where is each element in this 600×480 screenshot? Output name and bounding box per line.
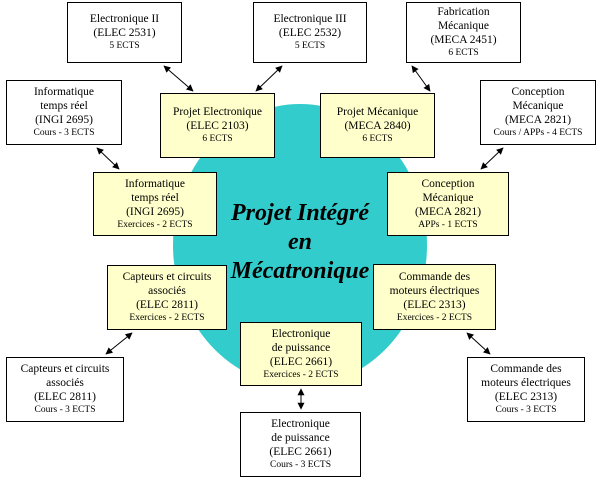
course-code: (ELEC 2313) bbox=[403, 298, 466, 311]
course-name-line: Conception bbox=[421, 177, 475, 190]
course-code: (ELEC 2661) bbox=[269, 446, 332, 458]
course-credits: Cours / APPs - 4 ECTS bbox=[493, 128, 583, 138]
course-name-line: Electronique bbox=[271, 327, 331, 340]
course-credits: Cours - 3 ECTS bbox=[34, 405, 96, 415]
course-code: (ELEC 2811) bbox=[136, 299, 198, 311]
course-name-line: Mécanique bbox=[437, 20, 490, 32]
course-code: (MECA 2821) bbox=[414, 205, 482, 218]
project-circle bbox=[173, 104, 427, 386]
central-title-line: Mécatronique bbox=[230, 258, 370, 284]
course-name-line: Mécanique bbox=[422, 191, 474, 204]
course-code: (ELEC 2661) bbox=[269, 355, 333, 368]
course-name-line: Mécanique bbox=[512, 100, 564, 112]
central-title-line: Projet Intégré bbox=[231, 200, 369, 226]
project-box-elec-2313: Commande des moteurs électriques (ELEC 2… bbox=[373, 264, 496, 330]
course-box-elec-2532: Electronique III (ELEC 2532) 5 ECTS bbox=[253, 2, 367, 63]
course-name-line: associés bbox=[46, 377, 84, 389]
course-code: (INGI 2695) bbox=[35, 114, 93, 126]
central-title-line: en bbox=[288, 229, 312, 255]
course-name-line: Commande des bbox=[398, 270, 471, 283]
course-code: (ELEC 2531) bbox=[93, 27, 156, 39]
course-name-line: Electronique III bbox=[273, 13, 347, 25]
course-box-elec-2811: Capteurs et circuits associés (ELEC 2811… bbox=[6, 357, 124, 422]
course-code: (ELEC 2532) bbox=[278, 27, 342, 39]
course-name-line: associés bbox=[148, 285, 186, 297]
course-credits: Cours - 3 ECTS bbox=[495, 405, 557, 415]
course-name-line: de puissance bbox=[271, 341, 331, 354]
course-credits: Exercices - 2 ECTS bbox=[263, 369, 339, 380]
course-box-elec-2661: Electronique de puissance (ELEC 2661) Co… bbox=[240, 412, 361, 477]
course-name-line: Projet Mécanique bbox=[336, 106, 419, 118]
course-name-line: moteurs électriques bbox=[389, 284, 480, 297]
course-credits: 5 ECTS bbox=[109, 41, 140, 51]
course-code: (MECA 2840) bbox=[344, 120, 411, 132]
project-box-ingi-2695: Informatique temps réel (INGI 2695) Exer… bbox=[93, 172, 217, 236]
course-code: (MECA 2821) bbox=[504, 114, 572, 126]
course-credits: Exercices - 2 ECTS bbox=[129, 313, 205, 323]
central-title: Projet Intégré en Mécatronique bbox=[200, 199, 400, 286]
course-box-meca-2451: Fabrication Mécanique (MECA 2451) 6 ECTS bbox=[406, 2, 521, 63]
course-credits: 6 ECTS bbox=[448, 48, 479, 58]
course-name-line: Electronique II bbox=[89, 13, 160, 25]
course-code: (INGI 2695) bbox=[126, 205, 184, 218]
course-name-line: Informatique bbox=[124, 177, 186, 190]
course-credits: 6 ECTS bbox=[202, 134, 233, 144]
course-name-line: moteurs électriques bbox=[481, 377, 571, 389]
course-credits: 5 ECTS bbox=[294, 41, 326, 51]
course-name-line: Fabrication bbox=[437, 6, 490, 18]
course-box-elec-2531: Electronique II (ELEC 2531) 5 ECTS bbox=[67, 2, 182, 63]
project-box-meca-2840: Projet Mécanique (MECA 2840) 6 ECTS bbox=[320, 93, 435, 158]
course-box-elec-2313: Commande des moteurs électriques (ELEC 2… bbox=[467, 357, 585, 422]
course-code: (ELEC 2313) bbox=[494, 391, 558, 403]
course-name-line: de puissance bbox=[271, 432, 330, 444]
project-box-elec-2811: Capteurs et circuits associés (ELEC 2811… bbox=[107, 265, 227, 330]
course-credits: Cours - 3 ECTS bbox=[33, 128, 95, 138]
course-credits: Cours - 3 ECTS bbox=[270, 460, 331, 470]
project-box-elec-2661: Electronique de puissance (ELEC 2661) Ex… bbox=[240, 322, 362, 386]
course-name-line: Projet Electronique bbox=[172, 106, 263, 118]
course-name-line: Capteurs et circuits bbox=[20, 363, 110, 375]
course-name-line: Conception bbox=[511, 86, 565, 98]
course-code: (ELEC 2811) bbox=[34, 391, 96, 403]
course-code: (MECA 2451) bbox=[430, 34, 497, 46]
course-name-line: temps réel bbox=[131, 191, 179, 204]
course-name-line: Electronique bbox=[271, 418, 330, 430]
course-code: (ELEC 2103) bbox=[186, 120, 249, 132]
course-credits: Exercices - 2 ECTS bbox=[396, 312, 473, 323]
course-name-line: Capteurs et circuits bbox=[122, 271, 212, 283]
course-box-ingi-2695: Informatique temps réel (INGI 2695) Cour… bbox=[6, 80, 122, 145]
project-box-meca-2821: Conception Mécanique (MECA 2821) APPs - … bbox=[387, 172, 509, 236]
course-name-line: temps réel bbox=[40, 100, 88, 112]
course-box-meca-2821: Conception Mécanique (MECA 2821) Cours /… bbox=[480, 80, 596, 145]
course-name-line: Commande des bbox=[490, 363, 562, 375]
course-name-line: Informatique bbox=[33, 86, 95, 98]
course-credits: APPs - 1 ECTS bbox=[418, 219, 478, 230]
project-box-elec-2103: Projet Electronique (ELEC 2103) 6 ECTS bbox=[160, 93, 275, 158]
course-credits: 6 ECTS bbox=[362, 134, 393, 144]
course-credits: Exercices - 2 ECTS bbox=[117, 219, 193, 230]
